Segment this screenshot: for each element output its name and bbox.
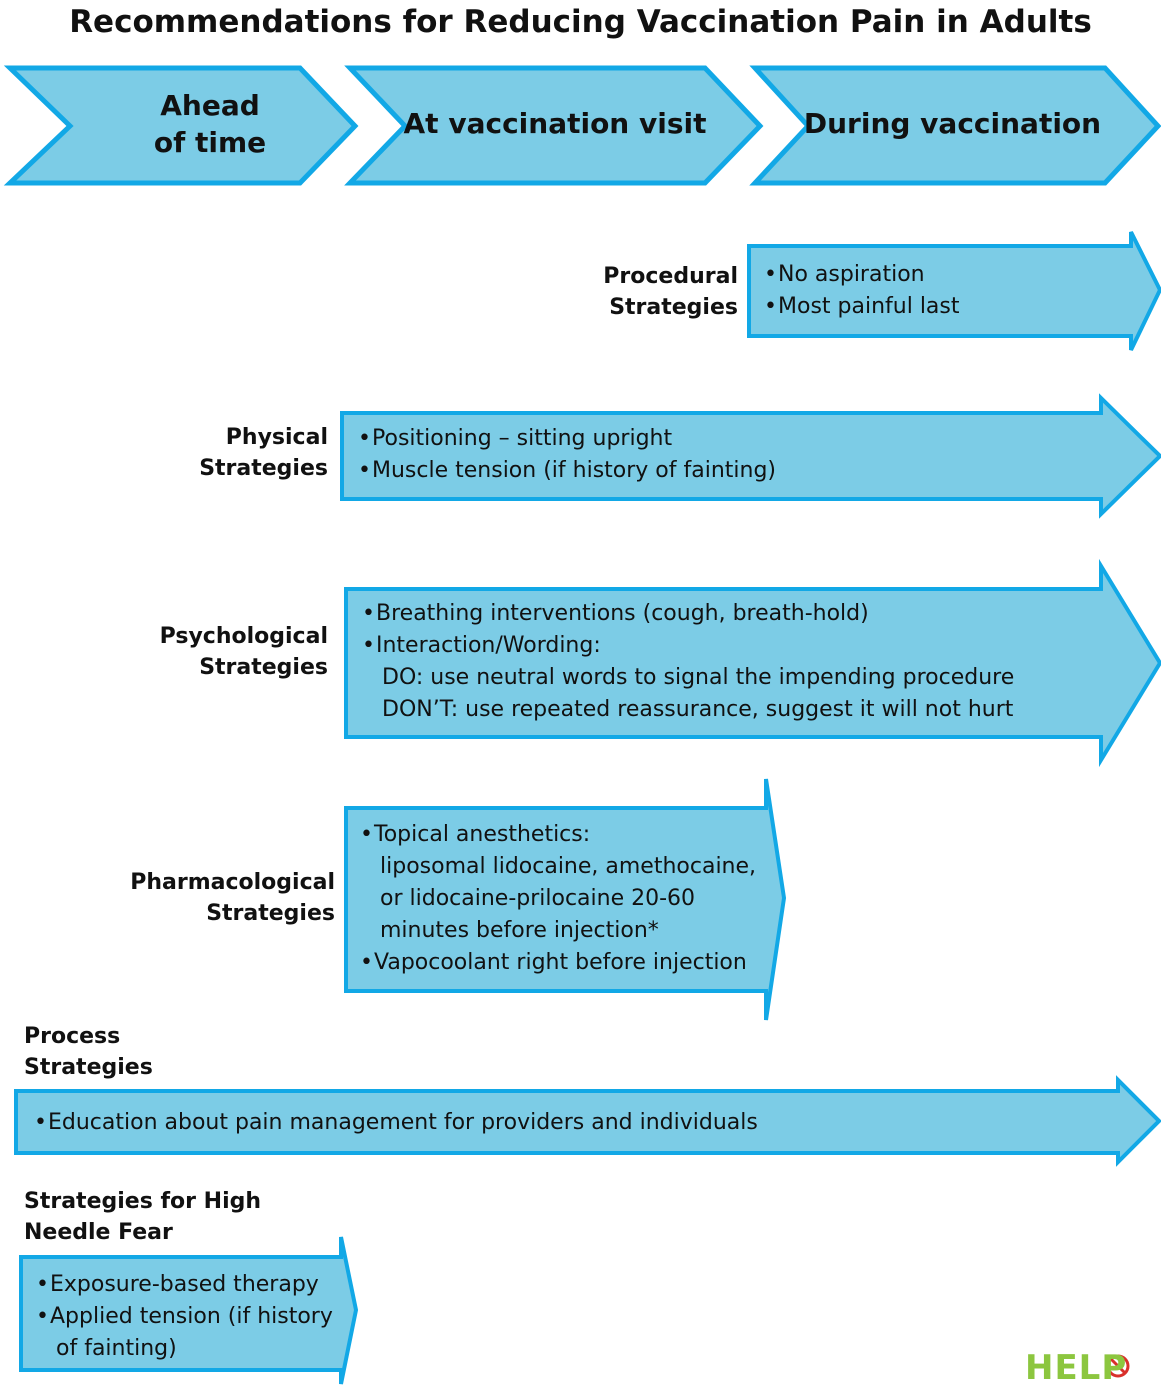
stage-during-line-1: During vaccination [803,107,1102,140]
list-item: •Most painful last [764,294,960,319]
timeline-chevron-visit [344,65,764,186]
timeline-chevron-during [749,65,1161,186]
list-item: •No aspiration [764,262,925,287]
needle-fear-strategies-label: Strategies for High Needle Fear [24,1187,344,1249]
procedural-arrow [747,231,1161,351]
item-text: DO: use neutral words to signal the impe… [382,665,1015,690]
no-pain-sign-icon [1106,1354,1130,1378]
process-items: •Education about pain management for pro… [34,1107,1084,1139]
list-item: •Interaction/Wording: DO: use neutral wo… [362,630,1092,726]
label-line: Strategies [24,1054,153,1080]
list-item: •Applied tension (if history of fainting… [36,1301,346,1365]
item-text: liposomal lidocaine, amethocaine, [380,854,757,879]
list-item: •Positioning – sitting upright [358,426,673,451]
stage-during-vaccination: During vaccination [800,106,1105,143]
pharmacological-items: •Topical anesthetics: liposomal lidocain… [360,819,760,979]
item-text: Breathing interventions (cough, breath-h… [376,601,869,626]
stage-ahead-line-1: Ahead [160,89,260,122]
label-line: Needle Fear [24,1219,173,1245]
physical-strategies-label: Physical Strategies [150,423,328,485]
label-line: Strategies [206,900,335,926]
label-line: Physical [225,425,328,450]
item-text: Applied tension (if history [50,1304,333,1329]
psychological-items: •Breathing interventions (cough, breath-… [362,598,1092,726]
item-text: or lidocaine-prilocaine 20-60 [380,886,696,911]
needle-fear-items: •Exposure-based therapy •Applied tension… [36,1269,346,1365]
item-text: Most painful last [778,294,960,319]
pharmacological-arrow [344,778,787,1021]
list-item: •Education about pain management for pro… [34,1110,758,1135]
list-item: •Muscle tension (if history of fainting) [358,458,777,483]
item-text: of fainting) [56,1336,177,1361]
pharmacological-strategies-label: Pharmacological Strategies [110,868,335,930]
page-title: Recommendations for Reducing Vaccination… [69,4,1092,40]
item-text: Topical anesthetics: [374,822,591,847]
timeline-chevron-ahead [3,65,359,186]
process-strategies-label: Process Strategies [24,1022,324,1084]
procedural-items: •No aspiration •Most painful last [764,259,1124,323]
label-line: Strategies [199,654,328,680]
label-line: Strategies [609,294,738,320]
help-logo: HELP [1025,1348,1128,1388]
label-line: Strategies [199,455,328,481]
list-item: •Topical anesthetics: liposomal lidocain… [360,819,760,947]
item-text: Education about pain management for prov… [48,1110,758,1135]
item-text: Exposure-based therapy [50,1272,319,1297]
stage-ahead-of-time: Ahead of time [110,88,310,162]
process-arrow [14,1075,1161,1167]
physical-arrow [340,393,1161,519]
label-line: Psychological [159,624,328,649]
psychological-strategies-label: Psychological Strategies [120,622,328,684]
item-text: minutes before injection* [380,918,659,943]
item-text: Muscle tension (if history of fainting) [372,458,777,483]
stage-visit-line-1: At vaccination visit [403,107,707,140]
stage-at-vaccination-visit: At vaccination visit [400,106,710,143]
label-line: Process [24,1024,121,1049]
physical-items: •Positioning – sitting upright •Muscle t… [358,423,1078,487]
procedural-strategies-label: Procedural Strategies [560,262,738,324]
stage-ahead-line-2: of time [153,125,267,159]
label-line: Procedural [603,264,738,289]
item-text: Positioning – sitting upright [372,426,673,451]
list-item: •Breathing interventions (cough, breath-… [362,601,869,626]
item-text: Vapocoolant right before injection [374,950,747,975]
item-text: DON’T: use repeated reassurance, suggest… [382,697,1014,722]
item-text: No aspiration [778,262,925,287]
label-line: Strategies for High [24,1189,262,1214]
psychological-arrow [344,558,1161,768]
item-text: Interaction/Wording: [376,633,601,658]
needle-fear-arrow [19,1236,359,1385]
list-item: •Vapocoolant right before injection [360,950,747,975]
list-item: •Exposure-based therapy [36,1272,319,1297]
label-line: Pharmacological [130,870,335,895]
